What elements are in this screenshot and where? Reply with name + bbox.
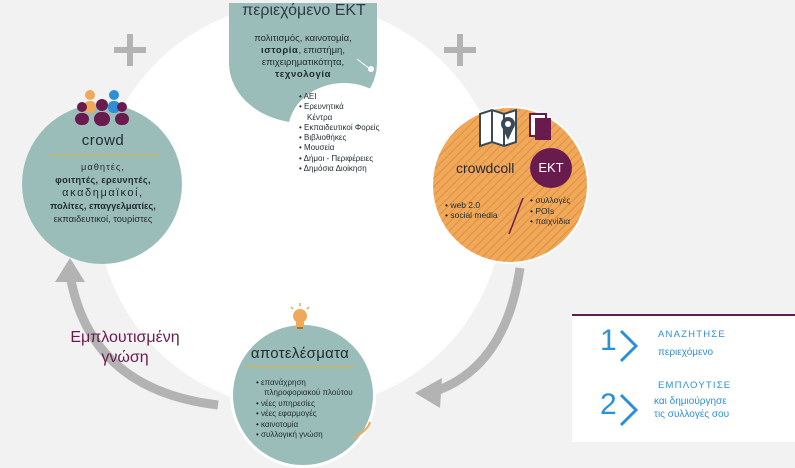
step-1-detail: περιεχόμενο [658, 347, 714, 358]
results-title: αποτελέσματα [250, 345, 350, 362]
arrow-right-head [415, 378, 442, 408]
list-item: επανάχρηση [256, 378, 353, 388]
step-1-action: ΑΝΑΖΗΤΗΣΕ [658, 329, 726, 340]
list-item: συλλογές [530, 195, 570, 206]
list-item: Δήμοι - Περιφέρειες [299, 154, 379, 164]
list-item: social media [445, 210, 497, 220]
results-divider [246, 367, 354, 368]
crowd-line: μαθητές, [81, 162, 125, 172]
list-item: Κέντρα [307, 112, 333, 122]
steps-panel: 1 ΑΝΑΖΗΤΗΣΕ περιεχόμενο 2 ΕΜΠΛΟΥΤΙΣΕ και… [572, 314, 795, 442]
list-item: παιχνίδια [530, 216, 570, 227]
people-icon [75, 90, 129, 126]
crowd-line: πολίτες, επαγγελματίες, [50, 201, 156, 211]
content-title: περιεχόμενο ΕΚΤ [242, 2, 366, 19]
plus-icon-left [114, 34, 146, 66]
enriched-line: Εμπλουτισμένη [70, 329, 180, 346]
list-item: καινοτομία [256, 420, 353, 430]
crowd-divider [50, 154, 160, 155]
crowd-line: εκπαιδευτικοί, τουρίστες [53, 214, 153, 224]
crowdcoll-tech-list: web 2.0 social media [445, 200, 498, 220]
list-item: Εκπαιδευτικοί Φορείς [299, 123, 379, 133]
list-item: πληροφοριακού πλούτου [264, 388, 353, 398]
lightbulb-icon [290, 303, 310, 329]
crowdcoll-output-list: συλλογές POIs παιχνίδια [530, 195, 570, 227]
topic-bold: τεχνολογία [274, 69, 332, 80]
orange-accent [353, 421, 371, 439]
topic: πολιτισμός, [254, 33, 305, 44]
list-item: συλλογική γνώση [256, 430, 353, 440]
list-item: POIs [530, 206, 570, 217]
crowd-line: ακαδημαϊκοί, [62, 187, 144, 199]
list-item: Βιβλιοθήκες [299, 133, 379, 143]
step-2-number: 2 [600, 388, 617, 421]
step-2-detail: και δημιούργησε [654, 396, 727, 407]
institutions-list: ΑΕΙ Ερευνητικά Κέντρα Εκπαιδευτικοί Φορε… [299, 92, 380, 174]
step-2-action: ΕΜΠΛΟΥΤΙΣΕ [658, 380, 732, 391]
list-item: ΑΕΙ [299, 92, 379, 102]
topic: , επιστήμη, [298, 45, 345, 56]
crowd-title: crowd [81, 132, 125, 149]
arrow-left-curve [65, 274, 219, 410]
ekt-badge: EKT [530, 148, 572, 188]
enriched-knowledge-label: Εμπλουτισμένη γνώση [30, 328, 220, 368]
topic: επιχειρηματικότητα, [261, 57, 345, 68]
topic-bold: ιστορία [261, 45, 299, 56]
list-item: νέες υπηρεσίες [256, 399, 353, 409]
crowd-members: μαθητές, φοιτητές, ερευνητές, ακαδημαϊκο… [38, 161, 168, 226]
chevron-right-icon [619, 393, 639, 427]
crowd-line: φοιτητές, ερευνητές, [55, 175, 151, 185]
chevron-right-icon [619, 329, 639, 363]
map-pin-icon [479, 108, 517, 148]
step-1-number: 1 [600, 324, 617, 357]
enriched-line: γνώση [101, 349, 149, 366]
step-2-detail-2: τις συλλογές σου [654, 409, 730, 420]
list-item: Μουσεία [299, 143, 379, 153]
slash-divider [508, 197, 524, 235]
topic: καινοτομία, [304, 33, 352, 44]
plus-icon-right [444, 34, 476, 66]
infographic: περιεχόμενο ΕΚΤ πολιτισμός, καινοτομία, … [0, 0, 795, 440]
list-item: νέες εφαρμογές [256, 409, 353, 419]
results-list: επανάχρηση πληροφοριακού πλούτου νέες υπ… [256, 378, 353, 440]
crowd-circle [22, 104, 182, 264]
crowdcoll-title: crowdcoll [456, 160, 515, 176]
list-item: Δημόσια Διοίκηση [299, 164, 379, 174]
connector-dot [356, 58, 374, 72]
arrow-left-head [55, 258, 85, 282]
cycle-arrows [55, 258, 525, 410]
content-topics: πολιτισμός, καινοτομία, ιστορία, επιστήμ… [238, 33, 368, 81]
list-item: Ερευνητικά [299, 102, 379, 112]
documents-icon [529, 113, 551, 140]
arrow-right-curve [428, 267, 525, 398]
list-item: web 2.0 [445, 200, 498, 210]
